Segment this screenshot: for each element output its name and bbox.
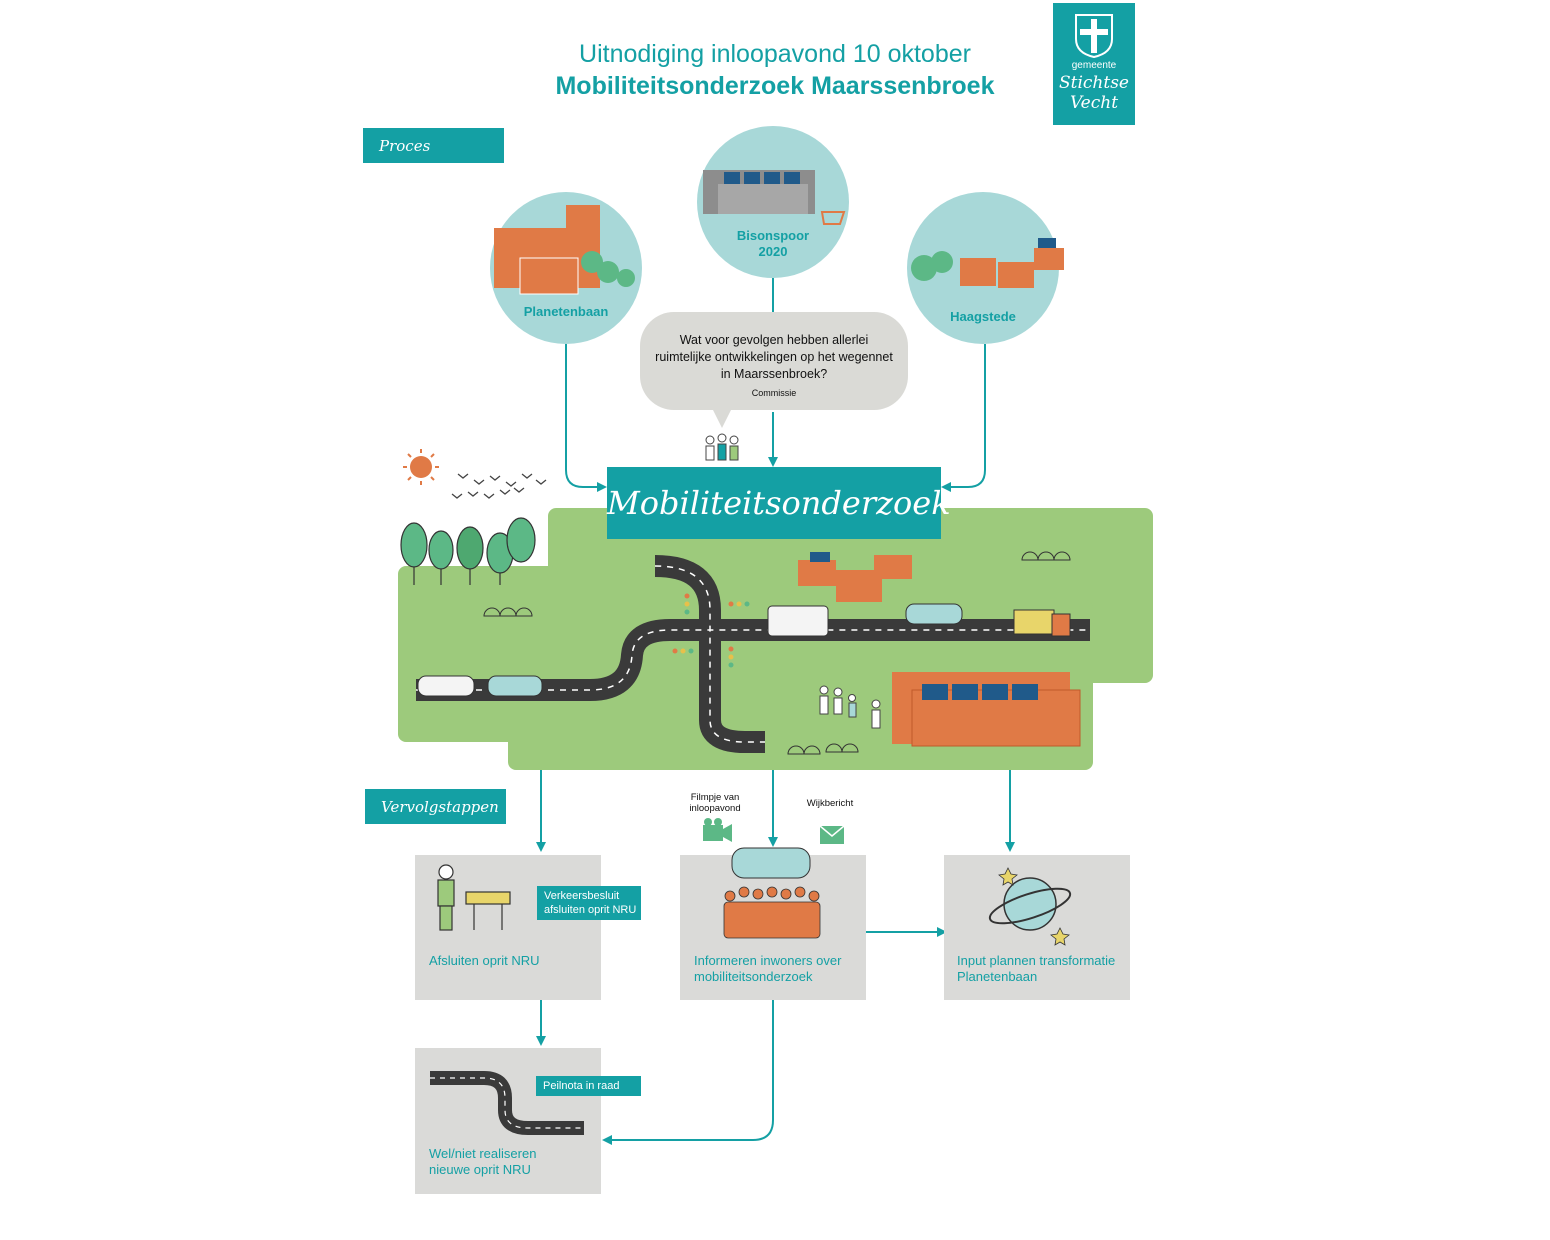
step-label-new-ramp: Wel/niet realiseren nieuwe oprit NRU: [429, 1146, 537, 1177]
page-title-line2: Mobiliteitsonderzoek Maarssenbroek: [555, 72, 995, 100]
channel-label-letter: Wijkbericht: [806, 798, 854, 809]
section-tag-proces: Proces: [363, 128, 504, 163]
houses-icon: [798, 552, 912, 602]
committee-people-icon: [705, 433, 739, 461]
main-banner: Mobiliteitsonderzoek: [607, 467, 951, 539]
industrial-building-icon: [892, 672, 1081, 747]
connector-planetenbaan: [565, 344, 607, 492]
family-people-icon: [819, 685, 881, 729]
step-label-inform: Informeren inwoners over mobiliteitsonde…: [694, 953, 842, 984]
trees-icon: [400, 517, 536, 585]
step-label-close-ramp: Afsluiten oprit NRU: [429, 953, 540, 968]
location-circle-planetenbaan: [490, 192, 642, 344]
step-tag-close-ramp: Verkeersbesluit afsluiten oprit NRU: [537, 886, 641, 920]
traffic-lights: [672, 593, 750, 668]
question-source: Commissie: [751, 388, 797, 398]
crowd-icon: [723, 847, 821, 939]
logo-line3: Vecht: [1069, 93, 1119, 113]
sun-icon: [403, 449, 439, 485]
logo-line1: gemeente: [1071, 60, 1117, 71]
video-camera-icon: [703, 818, 732, 842]
location-circle-bisonspoor: [697, 126, 849, 278]
channel-label-video: Filmpje van inloopavond: [689, 792, 741, 814]
road-curve-icon: [430, 1071, 584, 1135]
page-title-line1: Uitnodiging inloopavond 10 oktober: [579, 40, 971, 68]
connector-haagstede: [941, 344, 986, 492]
planet-icon: [988, 867, 1072, 946]
location-label-haagstede: Haagstede: [950, 309, 1016, 324]
location-label-planetenbaan: Planetenbaan: [523, 304, 609, 319]
bushes: [483, 551, 1071, 755]
step-label-input: Input plannen transformatie Planetenbaan: [957, 953, 1116, 984]
connector-inform-to-new: [602, 1000, 774, 1145]
step-tag-new-ramp: Peilnota in raad: [536, 1076, 641, 1096]
vehicles: [417, 603, 1071, 697]
birds-icon: [451, 473, 547, 499]
location-label-bisonspoor: Bisonspoor 2020: [736, 228, 810, 259]
logo-line2: Stichtse: [1058, 73, 1129, 93]
roadworker-barrier-icon: [437, 864, 511, 931]
question-bubble: Wat voor gevolgen hebben allerlei ruimte…: [640, 312, 908, 410]
location-circle-haagstede: [907, 192, 1064, 344]
coat-of-arms-icon: [1075, 14, 1113, 59]
question-text: Wat voor gevolgen hebben allerlei ruimte…: [655, 333, 893, 381]
section-tag-vervolgstappen: Vervolgstappen: [365, 789, 506, 824]
envelope-icon: [819, 825, 845, 844]
municipality-logo: gemeente Stichtse Vecht: [1053, 3, 1135, 125]
